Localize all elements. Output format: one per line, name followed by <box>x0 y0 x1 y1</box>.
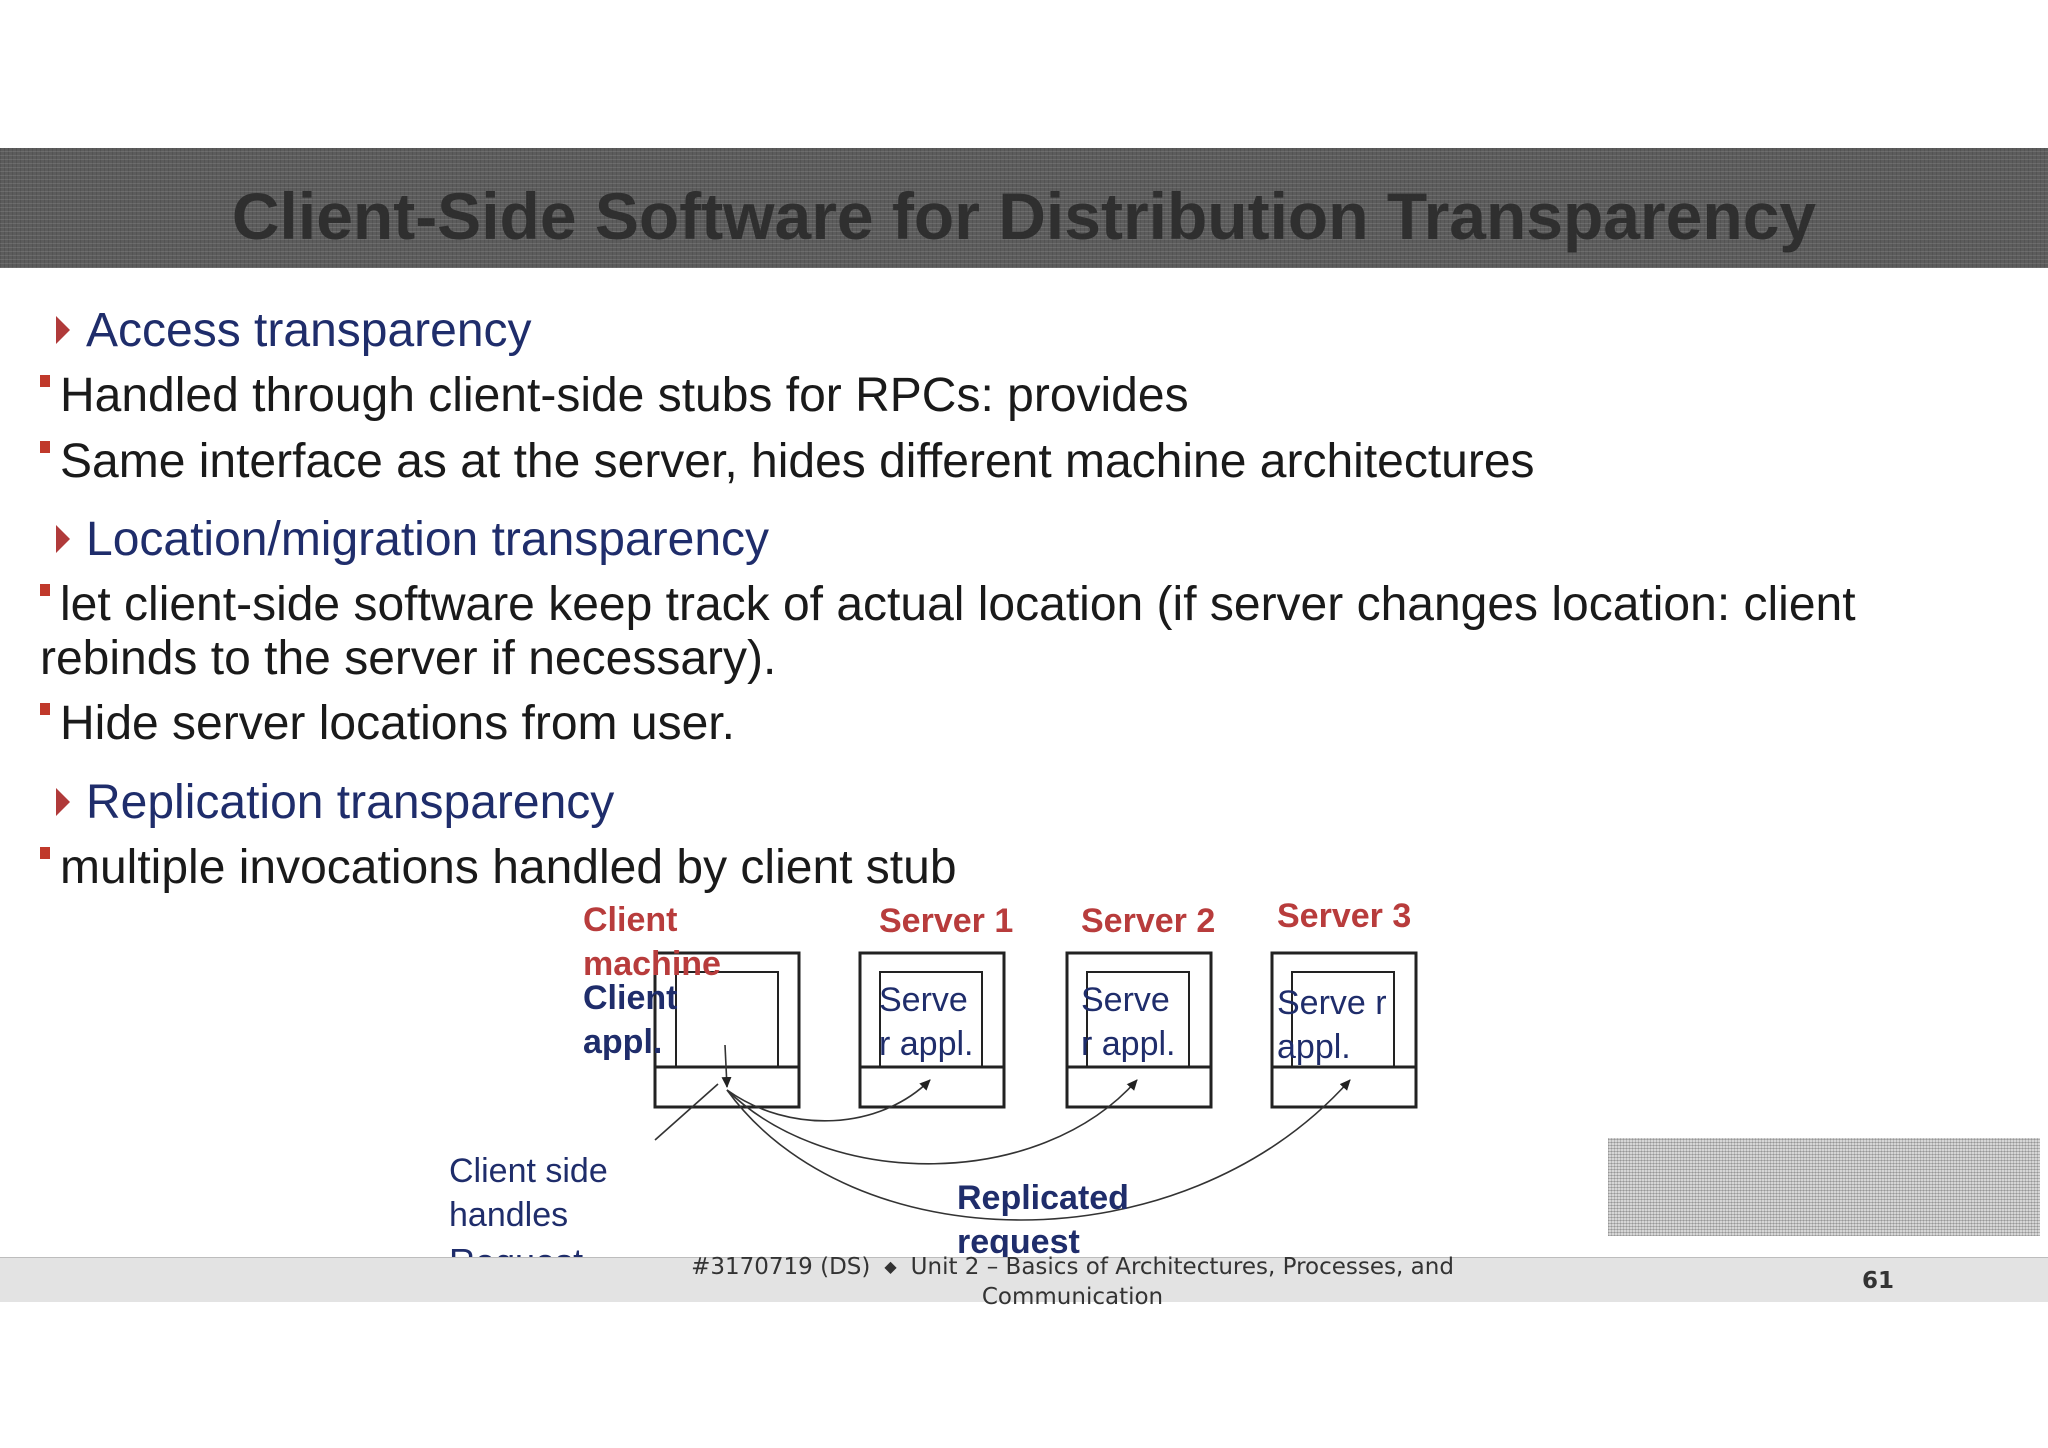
server-3-appl-label: Serve r appl. <box>1277 984 1387 1066</box>
server-3-label: Server 3 <box>1277 897 1412 935</box>
section-heading-text: Location/migration transparency <box>86 513 770 566</box>
client-side-label: Client side handles <box>449 1152 608 1234</box>
bullet-text: let client-side software keep track of a… <box>40 578 1856 685</box>
bullet-square-icon <box>40 441 50 453</box>
section-heading-access: Access transparency <box>56 303 532 359</box>
footer-unit: Unit 2 – Basics of Architectures, Proces… <box>910 1254 1454 1310</box>
bullet-arrow-icon <box>56 788 70 816</box>
slide-title: Client-Side Software for Distribution Tr… <box>231 179 1817 253</box>
footer-text: #3170719 (DS) ◆ Unit 2 – Basics of Archite… <box>690 1252 1455 1312</box>
section-heading-replication: Replication transparency <box>56 775 614 831</box>
section-heading-text: Access transparency <box>86 304 532 357</box>
bullet-arrow-icon <box>56 525 70 553</box>
bullet-item: Handled through client-side stubs for RP… <box>40 369 1990 423</box>
diamond-separator-icon: ◆ <box>884 1257 897 1276</box>
server-1-label: Server 1 <box>879 902 1014 940</box>
page-number: 61 <box>1862 1268 1895 1294</box>
request-arrows <box>654 1044 1351 1221</box>
server-2-box <box>1065 951 1213 1109</box>
server-1-appl-label: Serve r appl. <box>879 981 974 1063</box>
client-machine-box <box>653 951 801 1109</box>
section-heading-location: Location/migration transparency <box>56 512 769 568</box>
bullet-square-icon <box>40 703 50 715</box>
institution-logo <box>1608 1138 2040 1236</box>
bullet-item: multiple invocations handled by client s… <box>40 841 1990 895</box>
bullet-square-icon <box>40 375 50 387</box>
bullet-item: let client-side software keep track of a… <box>40 578 2000 686</box>
bullet-text: Same interface as at the server, hides d… <box>60 435 1535 488</box>
bullet-text: Handled through client-side stubs for RP… <box>60 369 1189 422</box>
server-2-appl-label: Serve r appl. <box>1081 981 1176 1063</box>
server-2-label: Server 2 <box>1081 902 1216 940</box>
footer-band <box>0 1257 2048 1302</box>
bullet-square-icon <box>40 584 50 596</box>
bullet-text: multiple invocations handled by client s… <box>60 841 957 894</box>
bullet-arrow-icon <box>56 316 70 344</box>
client-machine-label: Client machine <box>583 901 721 983</box>
section-heading-text: Replication transparency <box>86 776 615 829</box>
replicated-request-label: Replicated request <box>957 1179 1129 1261</box>
footer-course: #3170719 (DS) <box>691 1254 871 1280</box>
bullet-square-icon <box>40 847 50 859</box>
bullet-item: Hide server locations from user. <box>40 697 1990 751</box>
title-bar <box>0 148 2048 268</box>
client-appl-label: Client appl. <box>583 979 678 1061</box>
server-1-box <box>858 951 1006 1109</box>
server-3-box <box>1270 951 1418 1109</box>
bullet-text: Hide server locations from user. <box>60 697 735 750</box>
bullet-item: Same interface as at the server, hides d… <box>40 435 1990 489</box>
